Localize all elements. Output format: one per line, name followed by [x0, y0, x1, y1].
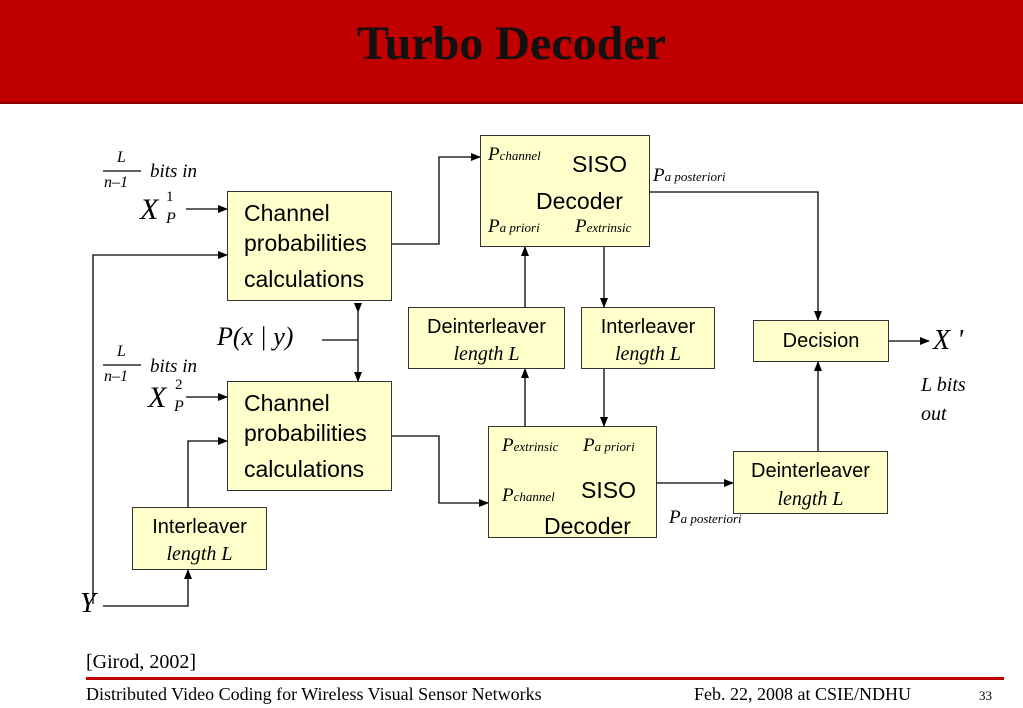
fraction-numerator-bottom: L: [117, 343, 126, 360]
p-channel-top: Pchannel: [488, 144, 541, 165]
siso-top-line-1: SISO: [572, 151, 627, 177]
p-a-priori-bottom: Pa priori: [583, 435, 635, 456]
superscript-2: 2: [175, 377, 183, 393]
channel-probabilities-box-bottom: Channel probabilities calculations: [227, 381, 392, 491]
arrow-y-to-channel-top: [92, 251, 228, 604]
fraction-denominator-top: n–1: [104, 174, 128, 191]
arrow-siso-top-to-decision: [650, 191, 822, 321]
arrow-channel-top-to-siso-top: [391, 153, 481, 245]
decision-box: Decision: [753, 320, 889, 362]
arrow-interleaver-left-to-channel: [187, 437, 228, 507]
footer-left-text: Distributed Video Coding for Wireless Vi…: [86, 684, 542, 704]
p-channel-bottom: Pchannel: [502, 485, 555, 506]
channel-box-bottom-line-1: Channel: [244, 390, 330, 416]
subscript-p-bottom: P: [174, 398, 184, 415]
bits-in-label-bottom: bits in: [150, 356, 197, 377]
page-number: 33: [979, 688, 992, 703]
interleaver-mid-label: Interleaver: [600, 316, 696, 338]
siso-top-line-2: Decoder: [536, 188, 623, 214]
title-bar: [0, 0, 1023, 104]
bits-in-label-top: bits in: [150, 161, 197, 182]
out-label: out: [921, 403, 947, 425]
p-a-posteriori-bottom: Pa posteriori: [669, 507, 742, 528]
citation: [Girod, 2002]: [86, 651, 196, 673]
deinterleaver-mid-length: length L: [453, 343, 520, 365]
siso-decoder-bottom: Pextrinsic Pa priori Pchannel SISO Decod…: [488, 426, 657, 539]
superscript-1: 1: [166, 189, 174, 205]
deinterleaver-box-right: Deinterleaver length L: [733, 451, 888, 514]
interleaver-left-label: Interleaver: [152, 516, 247, 538]
x-symbol-bottom: X: [148, 381, 167, 414]
deinterleaver-right-length: length L: [777, 488, 844, 510]
arrow-y-to-interleaver-left: [103, 569, 192, 607]
y-input-symbol: Y: [80, 588, 96, 619]
channel-box-bottom-line-2: probabilities: [244, 420, 367, 446]
channel-box-top-line-2: probabilities: [244, 230, 367, 256]
interleaver-mid-length: length L: [614, 343, 682, 365]
arrow-channel-bottom-to-siso-bottom: [391, 435, 489, 507]
channel-box-top-line-3: calculations: [244, 266, 365, 292]
siso-bottom-line-2: Decoder: [544, 513, 631, 539]
x-prime-output: X ': [933, 325, 964, 356]
fraction-numerator-top: L: [117, 149, 126, 166]
channel-box-top-line-1: Channel: [244, 200, 330, 226]
p-a-posteriori-top: Pa posteriori: [653, 165, 726, 186]
deinterleaver-right-label: Deinterleaver: [751, 460, 870, 482]
x-symbol-top: X: [140, 193, 159, 226]
channel-probabilities-box-top: Channel probabilities calculations: [227, 191, 392, 301]
siso-decoder-top: Pchannel SISO Decoder Pa priori Pextrins…: [480, 135, 650, 247]
siso-bottom-line-1: SISO: [581, 477, 636, 503]
slide-title: Turbo Decoder: [357, 17, 666, 70]
p-a-priori-top: Pa priori: [488, 216, 540, 237]
interleaver-box-mid: Interleaver length L: [581, 307, 715, 369]
interleaver-left-length: length L: [166, 543, 233, 565]
channel-box-bottom-line-3: calculations: [244, 456, 365, 482]
fraction-denominator-bottom: n–1: [104, 368, 128, 385]
p-x-given-y: P(x | y): [217, 322, 294, 351]
deinterleaver-box-mid: Deinterleaver length L: [408, 307, 565, 369]
p-extrinsic-bottom: Pextrinsic: [502, 435, 559, 456]
p-extrinsic-top: Pextrinsic: [575, 216, 632, 237]
l-bits-label: L bits: [921, 374, 966, 396]
deinterleaver-mid-label: Deinterleaver: [427, 316, 546, 338]
decision-label: Decision: [782, 330, 860, 352]
footer-right-text: Feb. 22, 2008 at CSIE/NDHU: [694, 684, 911, 704]
interleaver-box-left: Interleaver length L: [132, 507, 267, 570]
footer-divider: [86, 677, 1004, 680]
subscript-p-top: P: [166, 210, 176, 227]
